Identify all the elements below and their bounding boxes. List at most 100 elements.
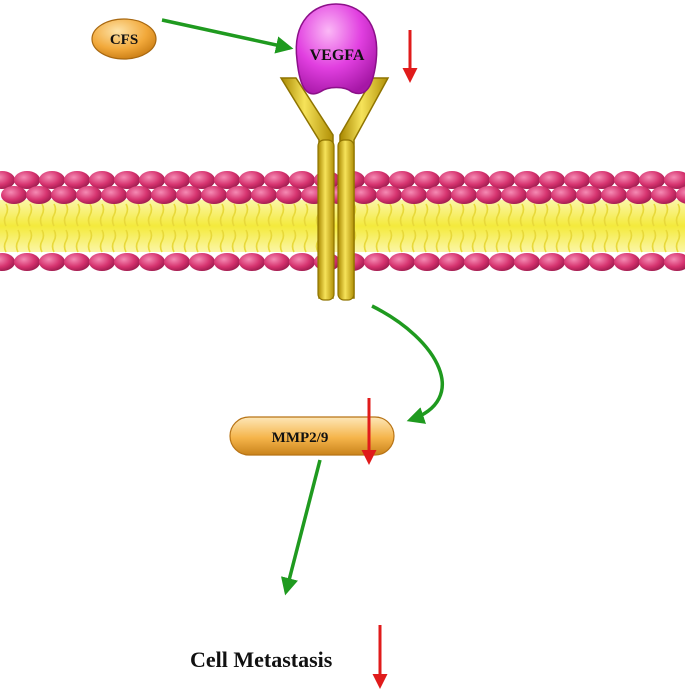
lipid-tail xyxy=(447,229,453,253)
lipid-head-outer-front xyxy=(51,186,77,204)
lipid-tail xyxy=(567,203,573,227)
lipid-tail xyxy=(291,203,297,227)
lipid-head-inner xyxy=(189,253,215,271)
lipid-tail xyxy=(543,229,549,253)
lipid-tail xyxy=(39,203,45,227)
lipid-head-inner xyxy=(214,253,240,271)
lipid-head-outer-back xyxy=(264,171,290,189)
receptor-stem-right xyxy=(337,139,355,301)
lipid-head-outer-front xyxy=(626,186,652,204)
lipid-tail xyxy=(87,203,93,227)
lipid-tail xyxy=(231,229,237,253)
lipid-head-outer-front xyxy=(676,186,685,204)
lipid-head-outer-front xyxy=(226,186,252,204)
lipid-head-inner xyxy=(464,253,490,271)
lipid-head-outer-back xyxy=(139,171,165,189)
lipid-tail xyxy=(447,203,453,227)
lipid-tail xyxy=(51,203,57,227)
lipid-tail xyxy=(603,203,609,227)
lipid-tail xyxy=(471,229,477,253)
lipid-tail xyxy=(615,203,621,227)
lipid-tail xyxy=(195,229,201,253)
lipid-head-inner xyxy=(564,253,590,271)
lipid-tail xyxy=(303,203,309,227)
lipid-tail xyxy=(363,203,369,227)
lipid-tail xyxy=(615,229,621,253)
lipid-head-outer-back xyxy=(189,171,215,189)
lipid-heads-inner xyxy=(0,253,685,271)
lipid-tail xyxy=(255,229,261,253)
lipid-head-outer-front xyxy=(401,186,427,204)
lipid-tail xyxy=(15,203,21,227)
lipid-tail xyxy=(519,229,525,253)
lipid-tail xyxy=(495,203,501,227)
lipid-tail xyxy=(555,229,561,253)
lipid-head-outer-front xyxy=(76,186,102,204)
lipid-tail xyxy=(435,203,441,227)
lipid-tail xyxy=(231,203,237,227)
lipid-head-inner xyxy=(364,253,390,271)
arrow-receptor-to-mmp xyxy=(371,304,444,424)
lipid-tail xyxy=(483,229,489,253)
lipid-tail xyxy=(51,229,57,253)
lipid-tail xyxy=(507,229,513,253)
lipid-tail xyxy=(459,229,465,253)
lipid-tail xyxy=(219,203,225,227)
lipid-head-outer-back xyxy=(89,171,115,189)
lipid-tail xyxy=(435,229,441,253)
lipid-tail xyxy=(159,203,165,227)
lipid-head-inner xyxy=(64,253,90,271)
lipid-tail xyxy=(519,203,525,227)
lipid-head-outer-front xyxy=(576,186,602,204)
lipid-head-outer-back xyxy=(664,171,685,189)
vegfa-ligand: VEGFA xyxy=(295,3,378,95)
lipid-head-outer-front xyxy=(351,186,377,204)
lipid-head-outer-front xyxy=(176,186,202,204)
lipid-tail xyxy=(63,229,69,253)
lipid-head-inner xyxy=(439,253,465,271)
lipid-tail xyxy=(123,203,129,227)
cell-metastasis-label: Cell Metastasis xyxy=(190,647,333,672)
lipid-head-outer-back xyxy=(289,171,315,189)
lipid-tail xyxy=(75,229,81,253)
lipid-head-outer-front xyxy=(501,186,527,204)
arrow-cfs-to-vegfa xyxy=(161,18,294,54)
lipid-tail xyxy=(651,203,657,227)
vegfa-label: VEGFA xyxy=(310,47,365,64)
lipid-head-outer-back xyxy=(389,171,415,189)
lipid-tail xyxy=(3,229,9,253)
receptor xyxy=(279,77,390,301)
lipid-tail xyxy=(531,203,537,227)
lipid-tail xyxy=(555,203,561,227)
lipid-tail xyxy=(111,229,117,253)
lipid-tail xyxy=(123,229,129,253)
lipid-tail xyxy=(543,203,549,227)
lipid-tail xyxy=(399,229,405,253)
lipid-tail xyxy=(279,229,285,253)
lipid-tail xyxy=(135,203,141,227)
lipid-tail xyxy=(675,229,681,253)
lipid-head-inner xyxy=(514,253,540,271)
lipid-tail xyxy=(183,203,189,227)
lipid-tail xyxy=(207,229,213,253)
lipid-tail xyxy=(195,203,201,227)
lipid-head-inner xyxy=(389,253,415,271)
lipid-tail xyxy=(651,229,657,253)
lipid-head-inner xyxy=(14,253,40,271)
lipid-tail xyxy=(147,203,153,227)
lipid-head-inner xyxy=(139,253,165,271)
lipid-head-inner xyxy=(114,253,140,271)
lipid-tail xyxy=(267,203,273,227)
lipid-head-outer-front xyxy=(651,186,677,204)
lipid-head-outer-front xyxy=(101,186,127,204)
lipid-head-outer-front xyxy=(126,186,152,204)
lipid-head-outer-front xyxy=(26,186,52,204)
lipid-tail xyxy=(15,229,21,253)
lipid-head-outer-front xyxy=(451,186,477,204)
lipid-tail xyxy=(591,229,597,253)
lipid-tail xyxy=(159,229,165,253)
lipid-head-outer-back xyxy=(489,171,515,189)
lipid-head-outer-back xyxy=(539,171,565,189)
lipid-head-outer-front xyxy=(376,186,402,204)
